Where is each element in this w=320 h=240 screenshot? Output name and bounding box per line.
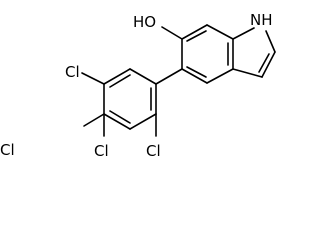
bond-c3-c3a (232, 68, 263, 78)
bond-c4-c5-double (186, 66, 207, 78)
bond-c4-c5 (181, 68, 208, 84)
indole-benzene-ring (181, 24, 234, 84)
bond-a3-a4 (103, 113, 131, 130)
bond-a3-extra (83, 113, 105, 127)
indole-nh-label: NH (250, 11, 273, 29)
bond-a5-cl (81, 72, 105, 85)
bond-biaryl (155, 68, 183, 85)
bond-c2-c3-double (258, 53, 270, 73)
trichlorophenyl-ring (103, 68, 157, 130)
structure-canvas: HO NH Cl Cl Cl Cl (0, 11, 276, 160)
molecule-structure: HO NH Cl Cl Cl Cl (0, 11, 276, 160)
bond-a6-a1 (129, 68, 157, 85)
bond-a2-a3 (129, 113, 157, 130)
bond-n1-c2 (265, 30, 276, 53)
bond-c6-oh (161, 26, 183, 40)
bond-c6-c7 (181, 24, 208, 40)
chloro-bottom-right-label: Cl (146, 142, 161, 160)
hydroxyl-label: HO (133, 13, 156, 31)
bond-a5-a6 (103, 68, 131, 85)
chloro-bottom-left-label: Cl (94, 142, 109, 160)
bond-c2-c3 (261, 51, 276, 78)
indole-pyrrole-ring (232, 27, 276, 78)
bond-c6-c7-double (186, 30, 207, 42)
bond-c3a-c4 (206, 68, 234, 84)
bond-c7a-n1 (232, 27, 255, 40)
chloro-top-label: Cl (65, 63, 80, 81)
bond-c7-c7a (206, 24, 234, 40)
bond-a3-a4-double (109, 110, 131, 124)
bond-a5-a6-double (109, 74, 131, 88)
chloro-left-label: Cl (0, 141, 15, 159)
